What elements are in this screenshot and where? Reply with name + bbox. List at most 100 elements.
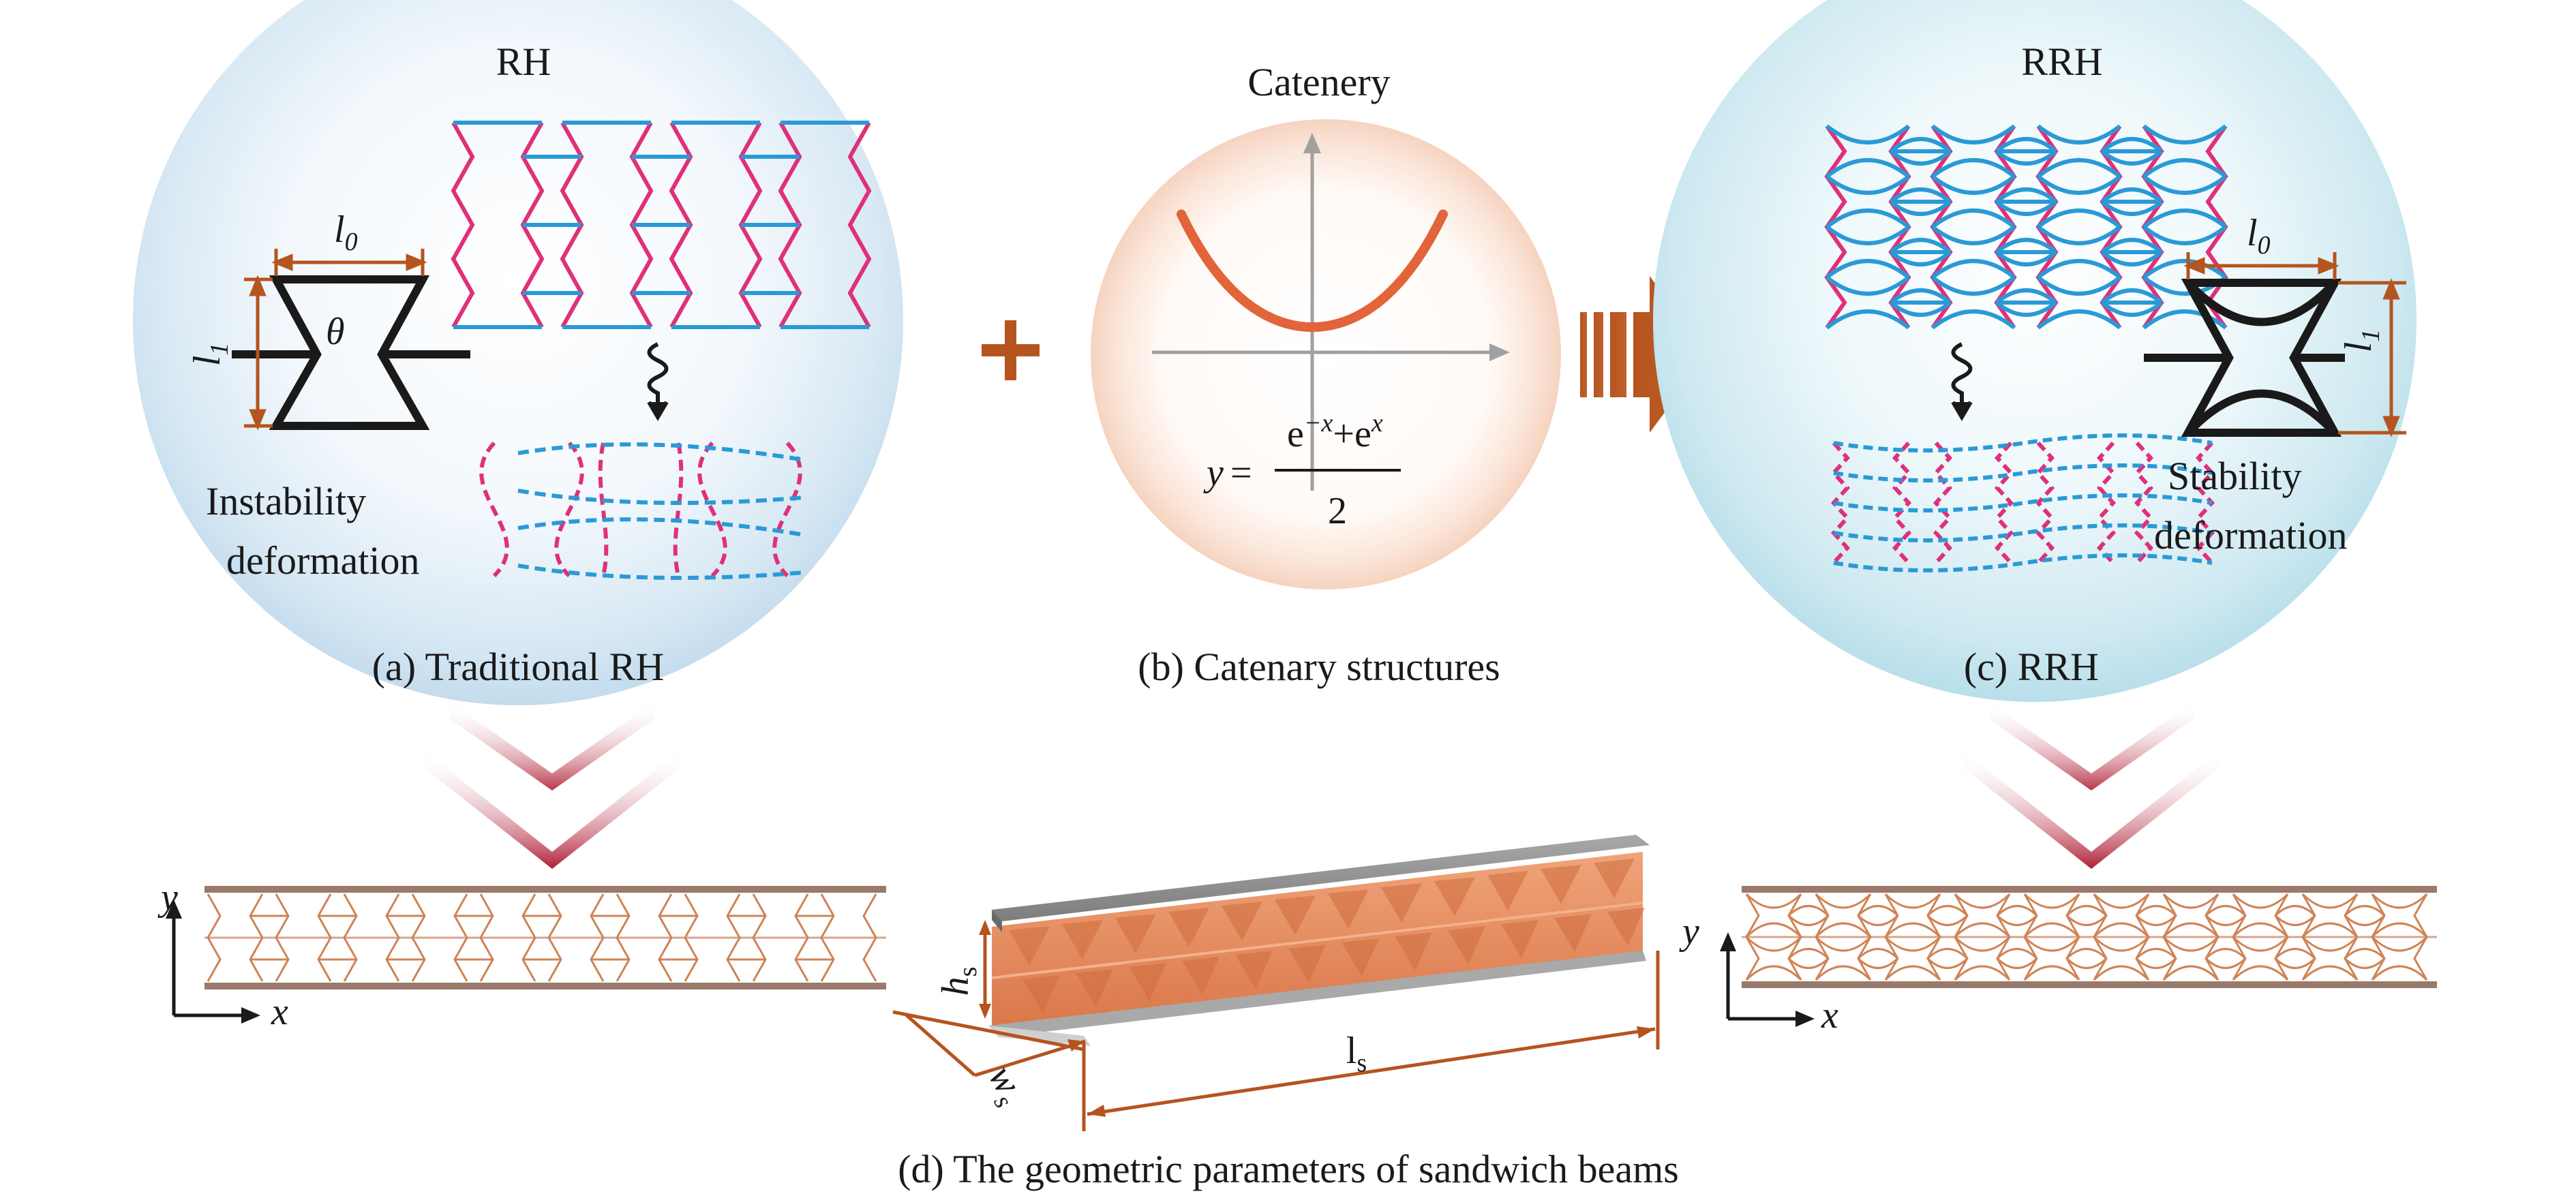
catenary-curve [1177,209,1448,333]
rrh-dimension-lines [2183,252,2406,437]
rrh-beam-arc [1815,922,1872,938]
catenary-equation: y = e−x+ex 2 [1203,409,1401,532]
rrh-cell-arc [2101,250,2163,266]
plus-icon [982,320,1040,380]
rrh-cell-arc [1995,187,2057,204]
rrh-deformed-wall [1892,441,1912,565]
rh-beam-cell [479,893,494,982]
rh-beam-cell [249,893,264,982]
rrh-beam-arc [1787,948,1830,959]
rrh-cell-arc [2101,288,2163,305]
rrh-cell-arc [1995,137,2057,153]
core-cell-facet [1022,975,1060,1013]
rrh-beam-arc [2344,905,2386,917]
rrh-beam-arc [2065,957,2108,969]
rrh-cell-arc [1825,259,1910,279]
rrh-cell-arc [1931,174,2016,195]
panel-b: Catenery y = e−x+ex 2 (b) Catenary struc… [1091,60,1561,689]
rrh-beam-arc [1884,893,1941,909]
rrh-cell-arc [1931,158,2016,179]
rrh-cell-arc [2142,259,2227,279]
rrh-beam-arc [1884,922,1941,938]
label-ls: ls [1346,1030,1367,1077]
core-cell-facet [1607,908,1645,946]
rrh-beam-arc [2093,893,2150,909]
rrh-cell-arc [1931,225,2016,245]
rh-beam-cell [275,893,290,982]
core-cell-facet [1275,895,1316,935]
rrh-cell-arc [2037,259,2121,279]
rrh-beam-arc [2232,922,2289,938]
panel-c: RRH [1653,0,2416,702]
rrh-cell-arc [2101,149,2163,166]
rh-beam-cell [317,893,332,982]
rrh-cell-arc [2142,225,2227,245]
rrh-beam-arc [1996,915,2038,926]
dimension-hs [979,920,991,1019]
rrh-beam-arc [2093,965,2150,981]
svg-text:e−x+ex: e−x+ex [1287,409,1383,455]
rrh-beam-arc [2274,948,2316,959]
rrh-lattice [1824,124,2228,330]
rrh-beam-arc [1996,948,2038,959]
core-cell-facet [1448,926,1485,964]
rrh-cell-arc [1825,158,1910,179]
rrh-cell-arc [1890,238,1952,254]
rrh-beam-2d [1742,886,2437,988]
rrh-beam-arc [1926,905,1969,917]
rrh-beam-arc [2344,957,2386,969]
rrh-unit-cell [2144,279,2345,437]
rrh-cell-arc [2037,124,2121,144]
rrh-cell-arc [2101,187,2163,204]
rrh-label-l1: l1 [2337,329,2385,353]
rrh-beam-arc [1884,936,1941,952]
core-cell-facet [1129,963,1166,1001]
svg-text:=: = [1230,452,1252,494]
sandwich-beam-3d [988,835,1650,1046]
rrh-cell-arc [2142,174,2227,195]
rrh-beam-arc [2301,893,2359,909]
rrh-beam-arc [2371,936,2428,952]
rrh-cell-arc [1890,288,1952,305]
rrh-beam-arc [2162,922,2219,938]
rrh-beam-arc [1884,965,1941,981]
rrh-deformed-wall [2134,441,2154,565]
svg-text:2: 2 [1328,490,1347,532]
rrh-beam-arc [2274,905,2316,917]
core-cell-facet [1062,920,1103,959]
rh-deformed-wall [673,442,684,577]
squiggle-arrow-icon-c [1951,342,1973,421]
rrh-cell-arc [2101,301,2163,317]
rh-dimension-lines [244,249,427,431]
rrh-beam-arc [1745,965,1802,981]
core-cell-facet [1182,957,1219,995]
rrh-cell-arc [2037,209,2121,229]
rrh-cell-arc [1931,209,2016,229]
rrh-beam-arc [2301,965,2359,981]
rrh-cell-arc [1931,275,2016,296]
rrh-beam-arc [2023,965,2080,981]
rrh-beam-arc [1926,957,1969,969]
rrh-cell-arc [2142,124,2227,144]
core-cell-facet [1168,908,1209,947]
rrh-deformed-lattice [1830,433,2215,572]
rh-deformed-wall [772,441,802,578]
rrh-beam-arc [1926,948,1969,959]
rrh-cell-arc [2142,158,2227,179]
rrh-beam-arc [1815,936,1872,952]
rrh-beam-arc [1954,893,2011,909]
panel-a-deformation-line2: deformation [226,538,419,583]
rh-lattice [451,121,872,329]
rrh-beam-arc [2274,957,2316,969]
rrh-cell-arc [2142,309,2227,330]
dimension-ls [1082,951,1660,1131]
core-cell-facet [1381,883,1422,923]
rh-beam-cell [684,893,699,982]
core-cell-facet [1235,951,1273,989]
rh-beam-cell [616,893,631,982]
rrh-beam-arc [1954,936,2011,952]
rh-beam-cell [752,893,767,982]
rrh-beam-arc [1787,915,1830,926]
rh-beam-cell [411,893,426,982]
